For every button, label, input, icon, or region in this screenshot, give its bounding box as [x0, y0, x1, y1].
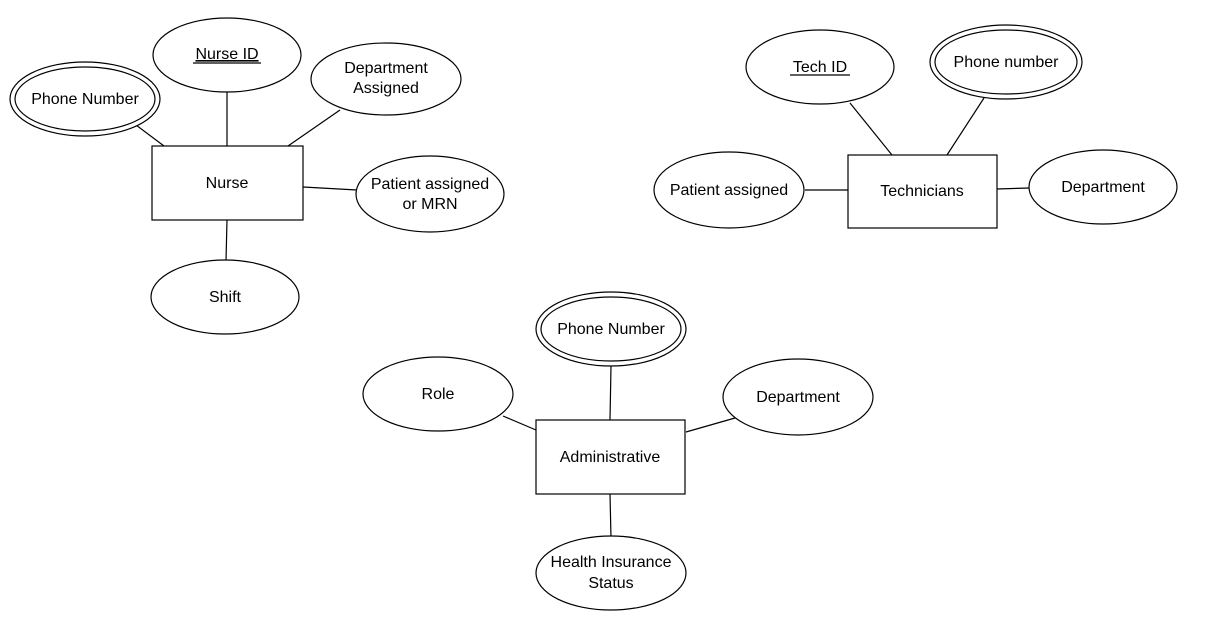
admin-role-label: Role — [422, 386, 455, 403]
nurse-phone-inner-ellipse — [14, 66, 156, 132]
tech-id-label: Tech ID — [793, 59, 847, 76]
admin-phone-inner-ellipse — [540, 296, 682, 362]
tech-department-ellipse — [1028, 149, 1178, 225]
tech-id-attribute: Tech ID — [745, 29, 895, 105]
nurse-patient-ellipse — [355, 155, 505, 233]
admin-department-label: Department — [756, 389, 840, 406]
edge-admin-department — [685, 417, 736, 433]
admin-insurance-ellipse — [535, 535, 687, 611]
administrative-entity-label: Administrative — [560, 449, 661, 466]
administrative-entity: Administrative — [535, 419, 686, 495]
administrative-entity-box — [535, 419, 686, 495]
edge-tech-department — [996, 187, 1030, 190]
tech-patient-attribute: Patient assigned — [653, 151, 805, 229]
edge-nurse-shift — [225, 219, 228, 262]
technicians-entity-box — [847, 154, 998, 229]
tech-phone-inner-ellipse — [934, 29, 1078, 95]
tech-id-ellipse — [745, 29, 895, 105]
nurse-entity: Nurse — [151, 145, 304, 221]
admin-insurance-attribute: Health Insurance Status — [535, 535, 687, 611]
nurse-patient-attribute: Patient assigned or MRN — [355, 155, 505, 233]
nurse-department-label-line1: Department — [344, 60, 428, 77]
admin-phone-label: Phone Number — [557, 321, 665, 338]
technicians-entity: Technicians — [847, 154, 998, 229]
admin-role-ellipse — [362, 356, 514, 432]
nurse-id-ellipse — [152, 17, 302, 93]
nurse-department-attribute: Department Assigned — [310, 42, 462, 116]
edge-tech-phone — [946, 97, 985, 156]
nurse-entity-label: Nurse — [206, 175, 249, 192]
technicians-entity-label: Technicians — [880, 183, 964, 200]
nurse-department-label-line2: Assigned — [353, 80, 419, 97]
admin-insurance-label-line1: Health Insurance — [551, 554, 672, 571]
admin-department-ellipse — [722, 358, 874, 436]
nurse-shift-ellipse — [150, 259, 300, 335]
admin-department-attribute: Department — [722, 358, 874, 436]
admin-role-attribute: Role — [362, 356, 514, 432]
nurse-phone-label: Phone Number — [31, 91, 139, 108]
nurse-id-attribute: Nurse ID — [152, 17, 302, 93]
nurse-patient-label-line1: Patient assigned — [371, 176, 489, 193]
edge-nurse-phone — [135, 124, 165, 147]
edge-admin-role — [502, 415, 537, 431]
edge-nurse-patient — [302, 186, 358, 191]
edge-nurse-department — [287, 109, 341, 147]
nurse-patient-label-line2: or MRN — [402, 196, 457, 213]
edge-admin-phone — [609, 365, 612, 421]
nurse-shift-attribute: Shift — [150, 259, 300, 335]
nurse-department-ellipse — [310, 42, 462, 116]
admin-phone-attribute: Phone Number — [535, 291, 687, 367]
tech-phone-label: Phone number — [954, 54, 1060, 71]
nurse-phone-attribute: Phone Number — [9, 61, 161, 137]
connectors — [135, 92, 1030, 539]
admin-insurance-label-line2: Status — [588, 575, 633, 592]
nurse-entity-box — [151, 145, 304, 221]
edge-admin-insurance — [609, 493, 612, 539]
tech-patient-label: Patient assigned — [670, 182, 788, 199]
tech-patient-ellipse — [653, 151, 805, 229]
tech-phone-attribute: Phone number — [929, 24, 1083, 100]
edge-tech-id — [849, 102, 893, 156]
nurse-shift-label: Shift — [209, 289, 242, 306]
tech-department-label: Department — [1061, 179, 1145, 196]
nurse-id-label: Nurse ID — [195, 46, 258, 63]
tech-department-attribute: Department — [1028, 149, 1178, 225]
